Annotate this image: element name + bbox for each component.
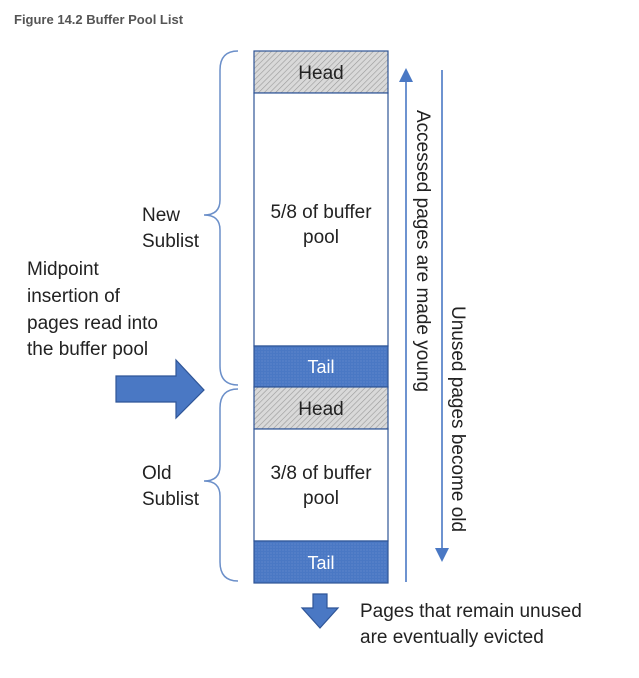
midpoint-insertion-arrow [115, 358, 205, 420]
old-sublist-column: Head 3/8 of buffer pool Tail [253, 386, 389, 584]
figure-title: Figure 14.2 Buffer Pool List [14, 12, 184, 27]
midpoint-text-line3: pages read into [27, 313, 158, 334]
new-sublist-label-line1: New [142, 205, 180, 226]
eviction-arrow [300, 593, 340, 629]
old-sublist-brace [203, 388, 239, 582]
old-body-text-line1: 3/8 of buffer [270, 463, 372, 484]
unused-arrow [435, 70, 449, 562]
accessed-arrow [399, 68, 413, 582]
new-head-cell [253, 50, 389, 94]
midpoint-text-line2: insertion of [27, 286, 121, 307]
old-tail-cell [253, 540, 389, 584]
new-tail-label: Tail [307, 357, 334, 377]
accessed-label: Accessed pages are made young [412, 110, 433, 392]
new-body-cell [253, 92, 389, 347]
new-body-text-line2: pool [303, 227, 339, 248]
evicted-text-line1: Pages that remain unused [360, 601, 582, 622]
new-body-text-line1: 5/8 of buffer [270, 202, 372, 223]
old-body-text-line2: pool [303, 488, 339, 509]
midpoint-text-line4: the buffer pool [27, 339, 148, 360]
new-sublist-label-line2: Sublist [142, 231, 200, 252]
new-tail-cell [253, 345, 389, 388]
new-sublist-brace [203, 50, 239, 386]
evicted-text-line2: are eventually evicted [360, 627, 544, 648]
midpoint-text-line1: Midpoint [27, 259, 100, 280]
new-head-label: Head [298, 63, 343, 84]
unused-label: Unused pages become old [447, 306, 468, 532]
old-sublist-label-line1: Old [142, 463, 172, 484]
old-head-cell [253, 386, 389, 430]
old-tail-label: Tail [307, 553, 334, 573]
old-body-cell [253, 428, 389, 542]
old-head-label: Head [298, 399, 343, 420]
old-sublist-label-line2: Sublist [142, 489, 200, 510]
new-sublist-column: Head 5/8 of buffer pool Tail [253, 50, 389, 388]
